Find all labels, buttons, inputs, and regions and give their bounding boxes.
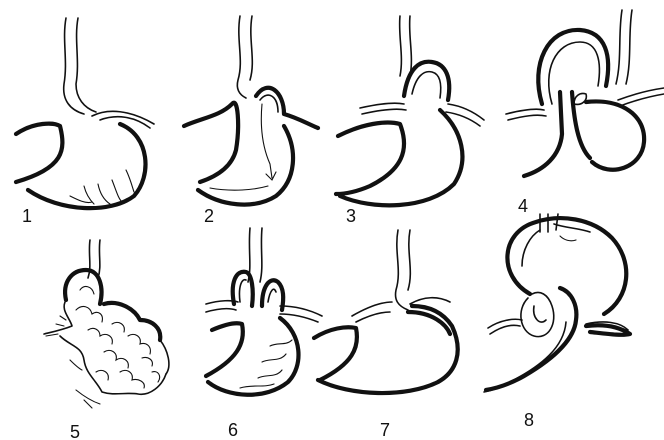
panel-4-label: 4 <box>518 196 528 216</box>
panel-5-label: 5 <box>70 422 80 440</box>
panel-6-label: 6 <box>228 420 238 440</box>
panel-8-label: 8 <box>524 410 534 430</box>
panel-8: 8 <box>484 214 630 430</box>
panel-1-drawing <box>16 18 154 208</box>
panel-3: 3 <box>336 16 484 226</box>
panel-2: 2 <box>184 16 318 226</box>
panel-7-drawing <box>314 230 458 393</box>
panel-8-drawing <box>484 214 630 392</box>
panel-4-drawing <box>506 10 664 176</box>
panel-3-label: 3 <box>346 206 356 226</box>
panel-2-label: 2 <box>204 206 214 226</box>
panel-3-drawing <box>336 16 484 205</box>
panel-6-drawing <box>206 228 322 395</box>
panel-6: 6 <box>206 228 322 440</box>
panel-7-label: 7 <box>380 420 390 440</box>
panel-5: 5 <box>44 240 169 440</box>
panel-1: 1 <box>16 18 154 226</box>
panel-4: 4 <box>506 10 664 216</box>
panel-2-drawing <box>184 16 318 205</box>
panel-5-drawing <box>44 240 169 408</box>
panel-1-label: 1 <box>22 206 32 226</box>
panel-7: 7 <box>314 230 458 440</box>
